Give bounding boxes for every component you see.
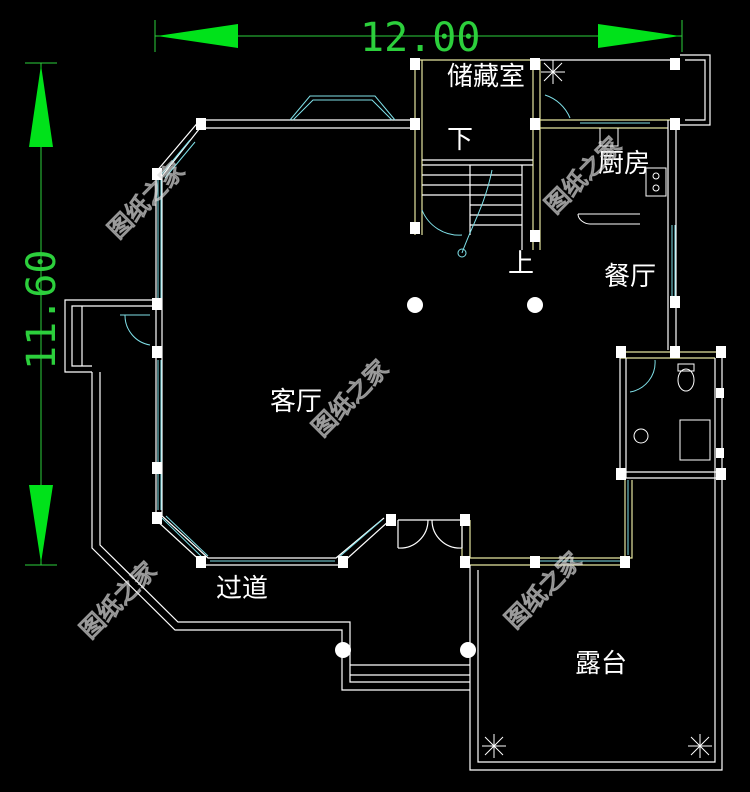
toilet-icon <box>677 368 695 392</box>
columns <box>335 297 543 658</box>
stair-storage-walls <box>414 59 541 250</box>
height-label: 11.60 <box>19 250 65 370</box>
column <box>460 642 476 658</box>
entrance-doors <box>397 209 463 549</box>
terrace <box>469 478 723 771</box>
stove-icon <box>645 167 667 197</box>
column <box>527 297 543 313</box>
corridor-walls <box>91 372 470 691</box>
stair-up-label: 上 <box>508 249 534 279</box>
wall-posts <box>152 58 726 568</box>
plant-symbols <box>482 60 712 758</box>
kitchen-dining-walls <box>540 54 711 350</box>
room-label-kitchen: 厨房 <box>598 149 650 179</box>
room-label-storage: 储藏室 <box>447 62 525 92</box>
watermark: 图纸之家 <box>74 557 162 645</box>
sink-icon <box>633 428 649 444</box>
room-label-dining: 餐厅 <box>604 262 656 292</box>
room-label-living: 客厅 <box>270 387 322 417</box>
column <box>407 297 423 313</box>
left-porch <box>64 299 156 373</box>
plant-icon <box>482 734 506 758</box>
down-arrow-icon <box>29 485 53 563</box>
right-arrow-icon <box>598 24 680 48</box>
plant-icon <box>688 734 712 758</box>
windows <box>157 95 676 562</box>
watermark: 图纸之家 <box>499 547 587 635</box>
bathroom-walls <box>619 351 723 479</box>
left-arrow-icon <box>157 24 238 48</box>
height-dimension: 11.60 <box>19 62 65 566</box>
room-label-terrace: 露台 <box>575 649 627 679</box>
width-label: 12.00 <box>360 15 480 61</box>
column <box>335 642 351 658</box>
staircase <box>422 165 523 258</box>
up-arrow-icon <box>29 65 53 147</box>
width-dimension: 12.00 <box>154 15 683 61</box>
shower-icon <box>679 419 711 461</box>
room-label-corridor: 过道 <box>216 574 268 604</box>
plant-icon <box>541 60 565 84</box>
watermark: 图纸之家 <box>102 157 190 245</box>
stair-down-label: 下 <box>447 125 473 155</box>
